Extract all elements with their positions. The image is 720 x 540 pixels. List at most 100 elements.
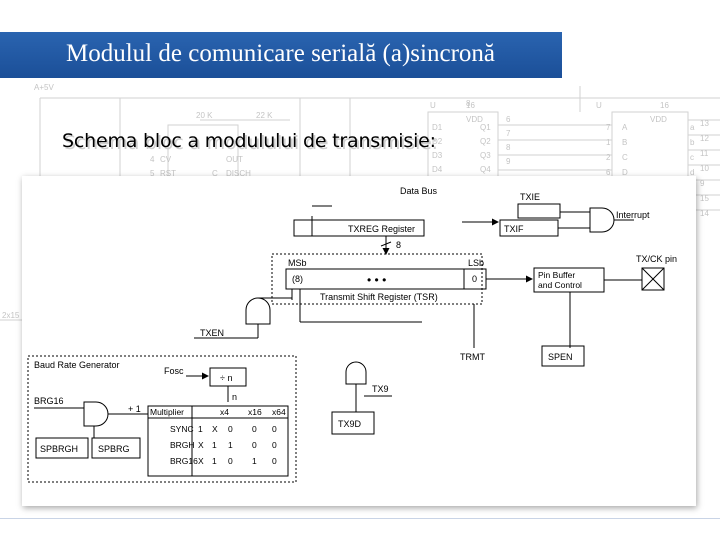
txreg-label: TXREG Register (348, 224, 415, 234)
title-bar (0, 32, 562, 78)
pin-cross-2 (641, 267, 665, 291)
interrupt-and-gate (589, 207, 615, 233)
plus1-label: + 1 (128, 404, 141, 414)
bg-in-a: A (622, 123, 628, 132)
bg-segpin-11: 11 (700, 149, 709, 158)
trmt-label: TRMT (460, 352, 485, 362)
table-header-2: x16 (248, 407, 262, 417)
bg-segpin-12: 12 (700, 134, 709, 143)
bg-q4: Q4 (480, 165, 491, 174)
multiplier-table (147, 405, 289, 477)
divider-label: ÷ n (220, 373, 232, 383)
table-cell-0-0: 1 (198, 424, 203, 434)
bg-label-rst: RST (160, 169, 176, 178)
table-cell-0-4: 0 (272, 424, 277, 434)
bg-seg-d: d (690, 168, 694, 177)
baud-rate-generator-region (27, 355, 297, 483)
bg-rin-1: 1 (606, 138, 611, 147)
table-row-label-1: BRGH (170, 440, 195, 450)
bg-rin-7: 7 (606, 123, 611, 132)
baud-rate-title: Baud Rate Generator (34, 360, 120, 370)
bg-pin-4: 4 (150, 155, 155, 164)
bg-segpin-10: 10 (700, 164, 709, 173)
bg-rin-6: 6 (606, 168, 611, 177)
bg-d3: D3 (432, 151, 443, 160)
bg-top-pin-16a: 16 (466, 101, 475, 110)
table-header-1: x4 (220, 407, 229, 417)
bg-q2: Q2 (480, 137, 491, 146)
txie-label: TXIE (520, 192, 540, 202)
table-cell-1-3: 0 (252, 440, 257, 450)
tx9d-box (331, 411, 375, 435)
table-cell-1-1: 1 (212, 440, 217, 450)
bg-label-c: C (212, 169, 218, 178)
bg-q1: Q1 (480, 123, 491, 132)
tsr-dots: • • • (367, 273, 386, 287)
table-cell-2-2: 0 (228, 456, 233, 466)
brg16-mux (83, 401, 109, 427)
bg-vdd-2: VDD (650, 115, 667, 124)
bg-d1: D1 (432, 123, 443, 132)
spbrgh-box (35, 437, 89, 459)
spen-box (541, 345, 585, 367)
bg-segpin-15: 15 (700, 194, 709, 203)
bus-slash (380, 241, 392, 247)
bg-rin-2: 2 (606, 153, 611, 162)
txreg-register-box (293, 219, 425, 237)
bg-in-d: D (622, 168, 628, 177)
bg-res1: 20 K (196, 111, 213, 120)
bg-seg-c: c (690, 153, 694, 162)
bg-q3: Q3 (480, 151, 491, 160)
bg-segpin-14: 14 (700, 209, 709, 218)
bg-pin-9: 9 (506, 157, 511, 166)
bg-supply-label: A+5V (34, 83, 54, 92)
bg-vdd-1: VDD (466, 115, 483, 124)
table-row-label-0: SYNC (170, 424, 194, 434)
spen-label: SPEN (548, 352, 573, 362)
pin-buffer-label-2: and Control (538, 280, 582, 290)
bg-seg-b: b (690, 138, 695, 147)
txif-label: TXIF (504, 224, 524, 234)
fosc-label: Fosc (164, 366, 184, 376)
tsr-dashed-region (271, 253, 483, 305)
tx9-label: TX9 (372, 384, 389, 394)
bg-pin-7: 7 (506, 129, 511, 138)
table-header-3: x64 (272, 407, 286, 417)
slide-subtitle: Schema bloc a modulului de transmisie: (62, 130, 436, 152)
tx9d-label: TX9D (338, 419, 362, 429)
slide-subtitle-shadow: Schema bloc a modulului de transmisie: (64, 132, 438, 154)
bg-left-edge: 2x15 (2, 311, 20, 320)
bg-top-pin-8: 8 (466, 99, 471, 108)
table-row-label-2: BRG16 (170, 456, 198, 466)
data-bus-label: Data Bus (400, 186, 438, 196)
spbrgh-label: SPBRGH (40, 444, 78, 454)
brg16-label: BRG16 (34, 396, 64, 406)
transmit-block-diagram: Data Bus TXREG Register 8 TXIE TXIF Inte… (27, 186, 677, 483)
tx-ck-pin-label: TX/CK pin (636, 254, 677, 264)
n-label: n (232, 392, 237, 402)
bg-in-c: C (622, 153, 628, 162)
bg-label-cv: CV (160, 155, 172, 164)
bg-res2: 22 K (256, 111, 273, 120)
bottom-rule (0, 518, 720, 519)
bg-pin-8: 8 (506, 143, 511, 152)
table-header-0: Multiplier (150, 407, 184, 417)
table-cell-2-1: 1 (212, 456, 217, 466)
interrupt-label: Interrupt (616, 210, 650, 220)
spbrg-label: SPBRG (98, 444, 130, 454)
tx9-and-gate (345, 361, 367, 385)
table-cell-1-0: X (198, 440, 204, 450)
bg-pin-6: 6 (506, 115, 511, 124)
table-cell-1-2: 1 (228, 440, 233, 450)
bg-in-b: B (622, 138, 627, 147)
bg-top-pin-16b: 16 (660, 101, 669, 110)
tx-ck-pin-box (641, 267, 665, 291)
bg-d4: D4 (432, 165, 443, 174)
bg-label-disch: DISCH (226, 169, 251, 178)
txie-box (517, 203, 561, 219)
bg-d2: D2 (432, 137, 443, 146)
tsr-label: Transmit Shift Register (TSR) (320, 292, 438, 302)
bg-seg-a: a (690, 123, 695, 132)
bit8-label: (8) (292, 274, 303, 284)
